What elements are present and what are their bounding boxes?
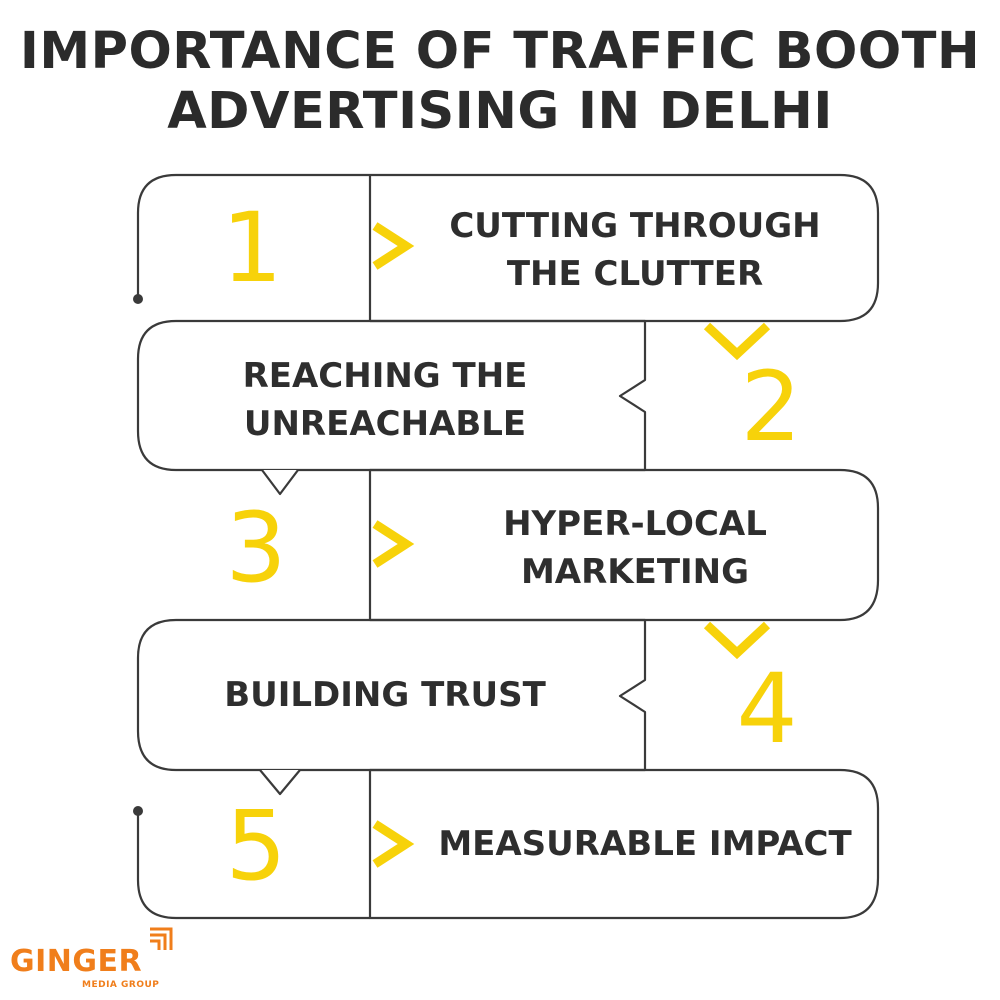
step-3-label-line-2: MARKETING [520,552,750,592]
step-2-number: 2 [740,351,802,463]
step-3-number: 3 [225,492,287,604]
step-1-chevron-icon [372,222,415,270]
step-3-label: HYPER-LOCAL MARKETING [430,500,840,596]
step-4-chevron-down-icon [703,621,771,660]
ginger-logo: GINGER MEDIA GROUP [10,925,190,995]
logo-name: GINGER [10,944,143,979]
step-1-text-box [370,173,880,323]
step-3-text-box [368,468,880,622]
step-5-number-bracket [136,813,370,920]
step-1-label-line-1: CUTTING THROUGH [449,206,821,246]
step-2-label-line-2: UNREACHABLE [243,404,527,444]
broadcast-icon [150,927,173,950]
step-4-number: 4 [736,653,798,765]
step-1-label: CUTTING THROUGH THE CLUTTER [430,202,840,298]
step-5-bracket-dot [133,806,143,816]
step-1-label-line-2: THE CLUTTER [506,254,764,294]
step-3-chevron-icon [372,520,415,568]
step-4-label: BUILDING TRUST [170,671,600,719]
step-4-pointer-down [259,769,301,796]
step-1-bracket-dot [133,294,143,304]
step-3-label-line-1: HYPER-LOCAL [503,504,767,544]
step-5-chevron-icon [372,820,415,868]
step-2-chevron-down-icon [703,322,771,361]
step-2-label: REACHING THE UNREACHABLE [170,352,600,448]
step-5-number: 5 [225,790,287,902]
step-1-number: 1 [221,192,283,304]
step-1-number-bracket [136,173,370,298]
title-line-1: IMPORTANCE OF TRAFFIC BOOTH [19,22,981,81]
step-5-text-box [368,768,880,920]
step-5-label: MEASURABLE IMPACT [420,820,870,868]
step-4-text-box [136,618,647,772]
title-line-2: ADVERTISING IN DELHI [167,82,833,141]
page-title: IMPORTANCE OF TRAFFIC BOOTH ADVERTISING … [0,22,1000,142]
step-4-label-line-1: BUILDING TRUST [224,675,546,715]
step-2-text-box [136,319,647,472]
step-2-pointer-down [261,469,299,496]
logo-tagline: MEDIA GROUP [82,980,160,990]
step-2-label-line-1: REACHING THE [242,356,528,396]
step-5-label-line-1: MEASURABLE IMPACT [438,824,852,864]
